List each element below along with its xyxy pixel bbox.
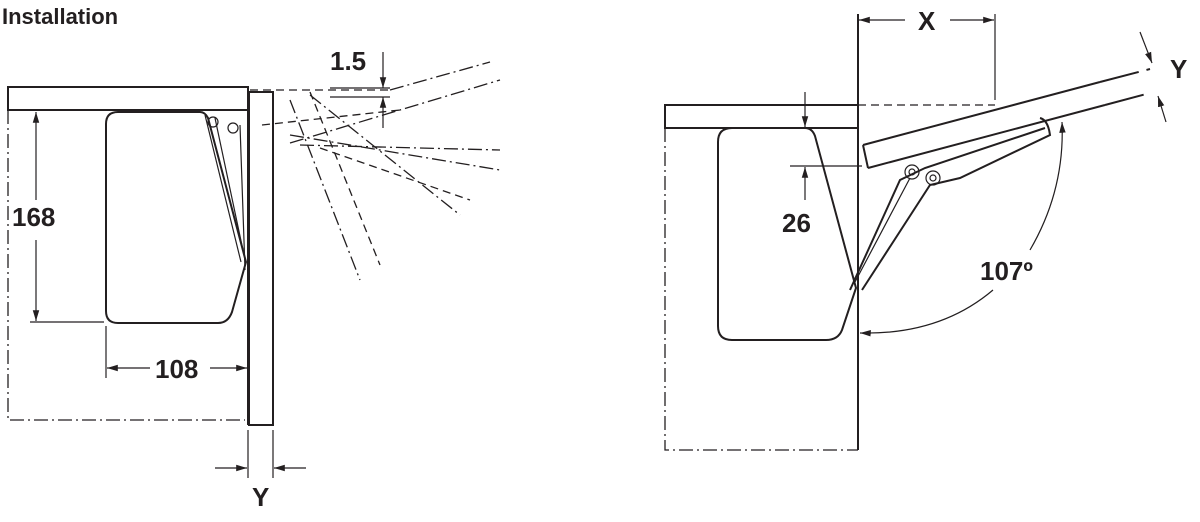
section-title: Installation bbox=[2, 4, 119, 29]
pivot-icon bbox=[227, 122, 239, 134]
pivot-icon bbox=[207, 116, 219, 128]
dim-y-label: Y bbox=[1170, 54, 1187, 84]
lift-mechanism-body bbox=[105, 111, 248, 324]
door-swing-path bbox=[250, 61, 501, 281]
cabinet-outline bbox=[664, 128, 858, 451]
dim-x-label: X bbox=[918, 6, 936, 36]
lid-panel bbox=[862, 81, 1106, 169]
pivot-icon bbox=[925, 170, 941, 186]
door-panel bbox=[248, 91, 274, 426]
cabinet-top-panel bbox=[664, 104, 859, 129]
lift-arm bbox=[204, 114, 246, 271]
lift-mechanism-body bbox=[717, 127, 858, 341]
cabinet-outline bbox=[7, 110, 245, 421]
dim-width-label: 108 bbox=[155, 354, 198, 384]
right-view: X Y 26 107º bbox=[664, 6, 1187, 451]
cabinet-top-panel bbox=[7, 86, 249, 111]
dim-offset-label: 1.5 bbox=[330, 46, 366, 76]
dim-door-label: Y bbox=[252, 482, 269, 512]
dim-drop-label: 26 bbox=[782, 208, 811, 238]
pivot-icon bbox=[904, 164, 920, 180]
left-view: 1.5 168 108 Y bbox=[7, 46, 501, 512]
angle-label: 107º bbox=[980, 256, 1033, 286]
lift-arm bbox=[849, 117, 1052, 291]
dim-height-label: 168 bbox=[12, 202, 55, 232]
